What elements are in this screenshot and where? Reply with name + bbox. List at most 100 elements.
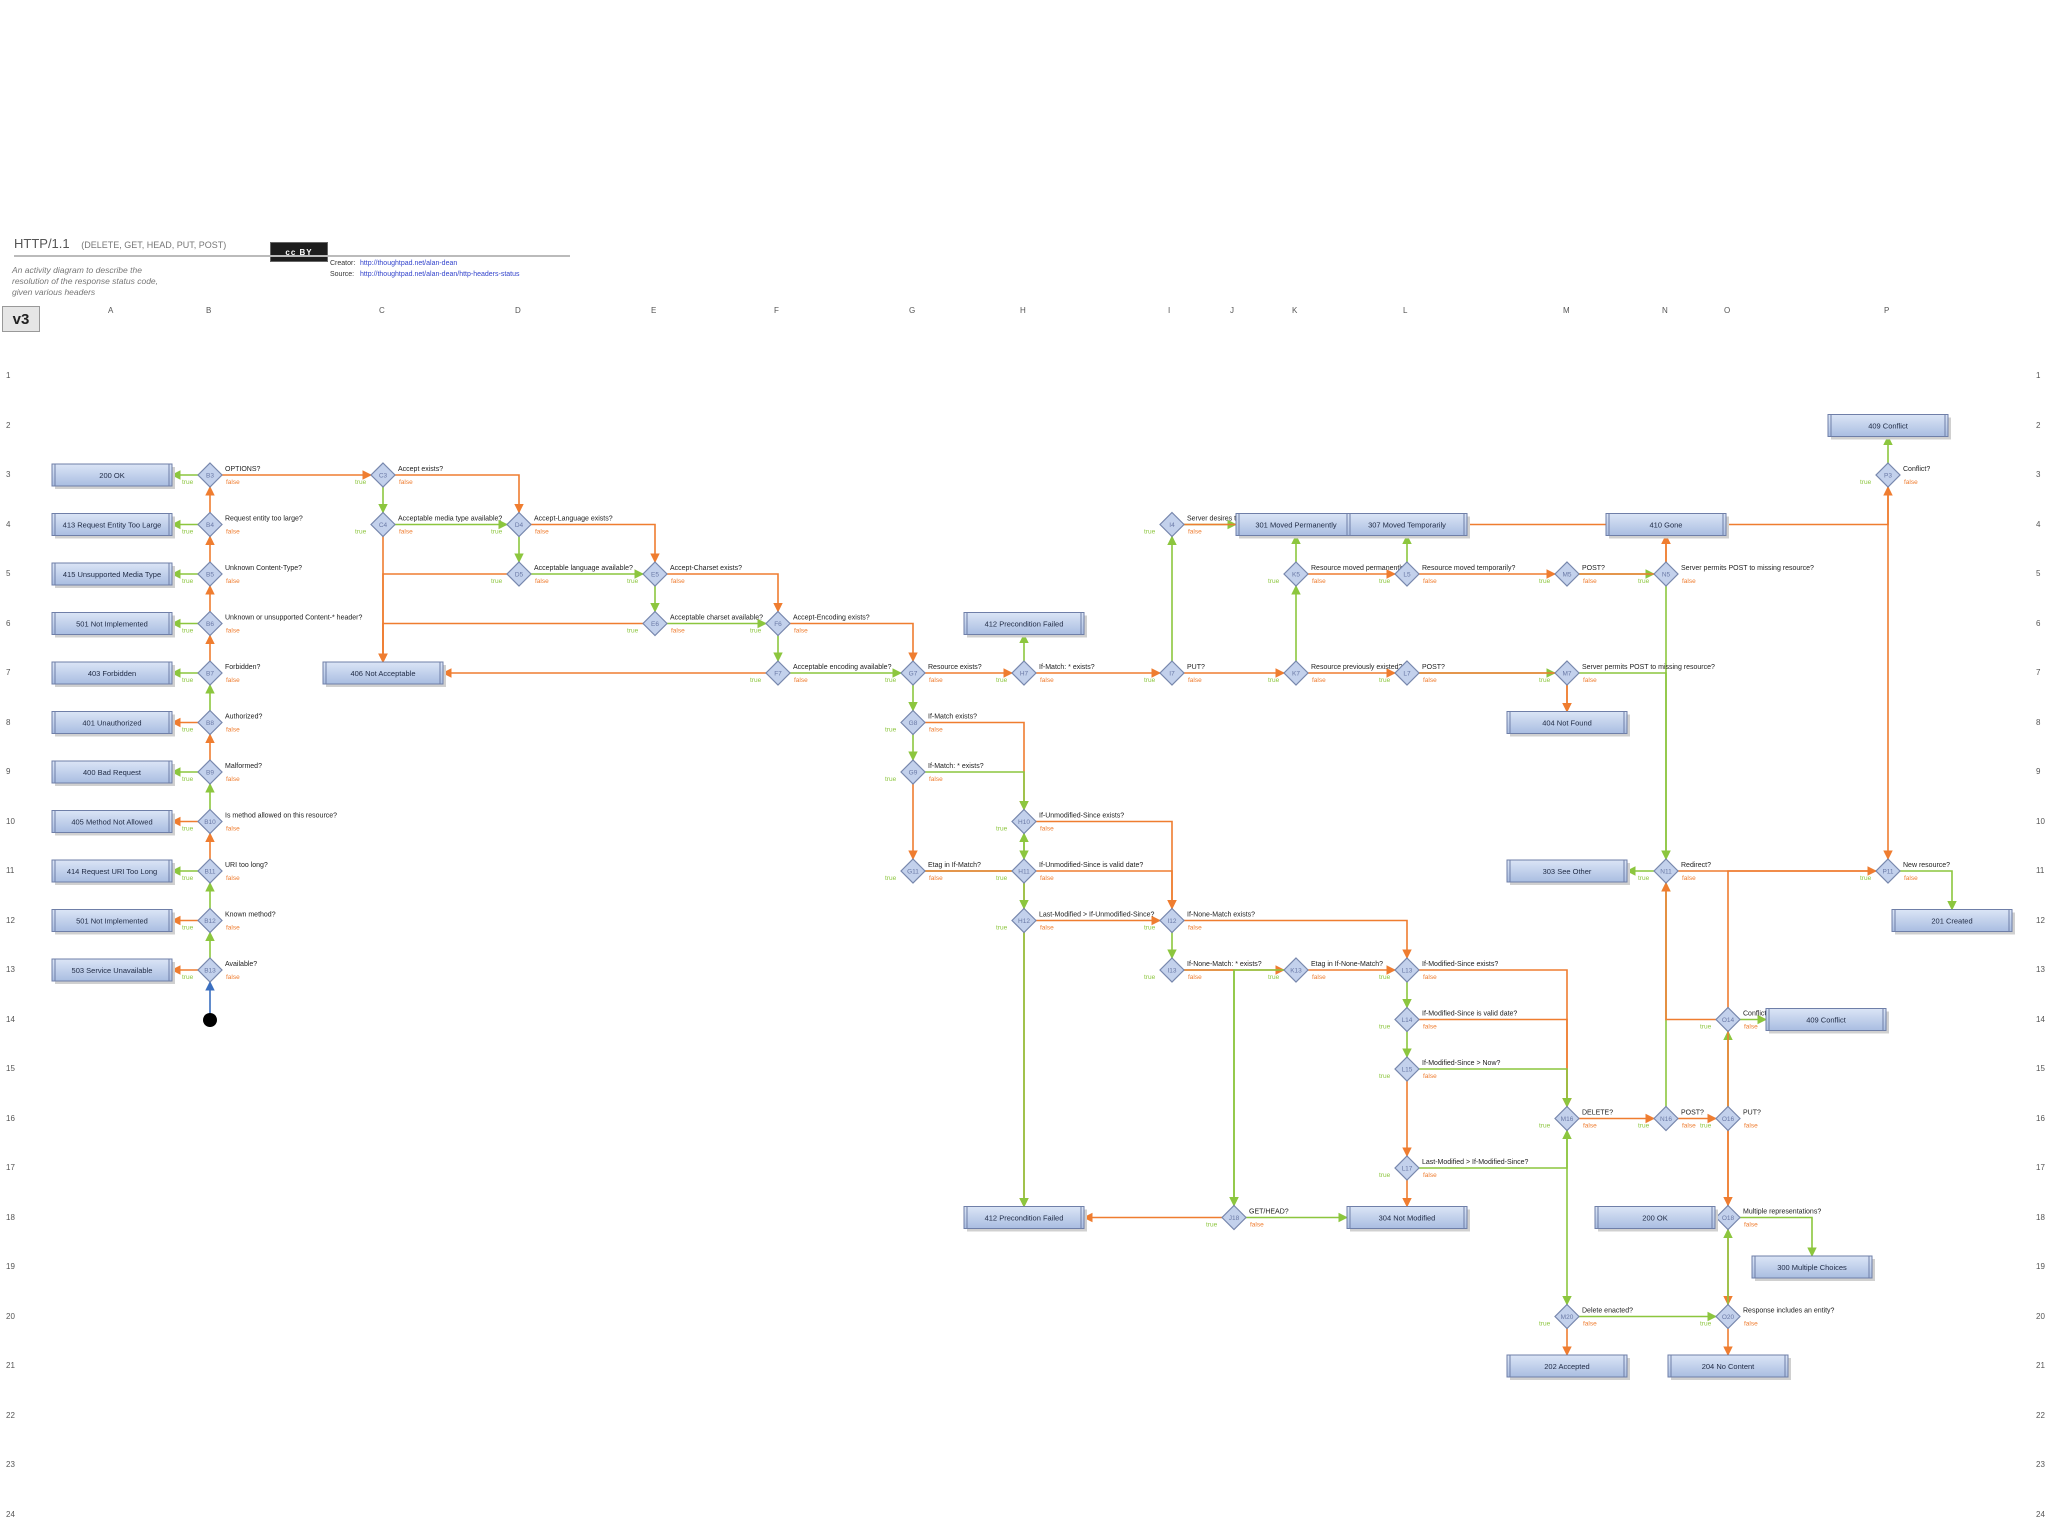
decision-diamond <box>1554 1105 1580 1132</box>
decision-id: H12 <box>1018 918 1030 925</box>
true-label: true <box>182 925 194 932</box>
decision-diamond <box>642 610 668 637</box>
decision-question: If-Modified-Since exists? <box>1422 961 1498 968</box>
state-label: 410 Gone <box>1650 521 1683 530</box>
true-label: true <box>1379 677 1391 684</box>
false-label: false <box>399 479 413 486</box>
row-label: 17 <box>6 1163 15 1172</box>
decision-question: Accept exists? <box>398 466 443 473</box>
decision-id: M20 <box>1561 1314 1574 1321</box>
state-label: 415 Unsupported Media Type <box>63 570 161 579</box>
true-label: true <box>1379 1073 1391 1080</box>
state-box <box>1891 909 2013 932</box>
status-state-s413: 413 Request Entity Too Large <box>51 513 175 539</box>
row-label: 24 <box>2036 1509 2045 1519</box>
row-label: 12 <box>6 915 15 925</box>
row-label: 4 <box>6 519 11 529</box>
flow-edge-true <box>1900 870 1957 911</box>
decision-id: O14 <box>1722 1017 1735 1024</box>
false-label: false <box>1312 578 1326 585</box>
true-label: true <box>1268 677 1280 684</box>
decision-diamond <box>1715 1006 1741 1033</box>
row-label: 9 <box>2036 767 2041 776</box>
true-label: true <box>355 479 367 486</box>
state-box <box>1605 513 1727 536</box>
true-label: true <box>182 628 194 635</box>
state-box <box>51 661 173 685</box>
decision-diamond <box>370 511 396 538</box>
true-label: true <box>1206 1222 1218 1229</box>
true-label: true <box>491 529 503 536</box>
flow-edge-true <box>1740 1216 1817 1257</box>
column-label: C <box>379 306 385 315</box>
decision-id: B8 <box>206 720 214 727</box>
state-label: 405 Method Not Allowed <box>71 818 152 827</box>
decision-question: Accept-Charset exists? <box>670 565 742 572</box>
decision-question: GET/HEAD? <box>1249 1209 1289 1216</box>
flow-edge-false <box>1723 870 1876 1306</box>
true-label: true <box>1268 578 1280 585</box>
decision-question: New resource? <box>1903 862 1950 869</box>
decision-diamond <box>197 759 223 785</box>
decision-diamond <box>1715 1105 1741 1132</box>
status-state-s409a: 409 Conflict <box>1827 414 1951 440</box>
false-label: false <box>929 875 943 882</box>
column-label: F <box>774 306 779 315</box>
decision-id: G9 <box>909 770 918 777</box>
decision-question: Etag in If-Match? <box>928 862 981 869</box>
row-label: 9 <box>6 767 11 776</box>
true-label: true <box>1638 875 1650 882</box>
decision-id: B3 <box>206 473 214 480</box>
true-label: true <box>1539 677 1551 684</box>
decision-diamond <box>642 561 668 587</box>
decision-diamond <box>900 709 926 736</box>
flow-edge-false <box>1036 870 1177 910</box>
decision-question: PUT? <box>1743 1110 1761 1117</box>
decision-id: L5 <box>1403 572 1411 579</box>
source-link[interactable]: http://thoughtpad.net/alan-dean/http-hea… <box>359 271 520 278</box>
decision-diamond <box>765 660 791 686</box>
status-state-s200b: 200 OK <box>1594 1206 1718 1232</box>
true-label: true <box>1539 1321 1551 1328</box>
status-state-s303: 303 See Other <box>1506 859 1630 885</box>
version-badge: v3 <box>2 306 40 332</box>
decision-question: Request entity too large? <box>225 516 303 523</box>
true-label: true <box>1539 1123 1551 1130</box>
row-label: 1 <box>6 371 11 380</box>
row-label: 3 <box>6 470 11 479</box>
status-state-s201: 201 Created <box>1891 909 2015 935</box>
false-label: false <box>1583 1321 1597 1328</box>
false-label: false <box>1188 925 1202 932</box>
decision-question: If-None-Match: * exists? <box>1187 961 1262 968</box>
status-state-s304: 304 Not Modified <box>1346 1206 1470 1232</box>
state-label: 200 OK <box>1642 1214 1667 1223</box>
state-label: 406 Not Acceptable <box>350 669 415 678</box>
false-label: false <box>1423 1073 1437 1080</box>
decision-question: Delete enacted? <box>1582 1308 1633 1315</box>
decision-question: Etag in If-None-Match? <box>1311 961 1383 968</box>
decision-question: Server permits POST to missing resource? <box>1582 664 1715 671</box>
true-label: true <box>1144 529 1156 536</box>
false-label: false <box>1583 677 1597 684</box>
column-label: M <box>1563 306 1570 315</box>
true-label: true <box>1539 578 1551 585</box>
creator-link[interactable]: http://thoughtpad.net/alan-dean <box>359 260 458 267</box>
false-label: false <box>226 875 240 882</box>
row-label: 6 <box>2036 618 2041 628</box>
row-label: 11 <box>6 866 15 875</box>
state-box <box>51 958 173 982</box>
status-state-s409b: 409 Conflict <box>1765 1008 1889 1034</box>
start-node <box>203 1013 217 1027</box>
decision-diamond <box>1159 511 1185 538</box>
decision-question: Acceptable encoding available? <box>793 664 892 671</box>
